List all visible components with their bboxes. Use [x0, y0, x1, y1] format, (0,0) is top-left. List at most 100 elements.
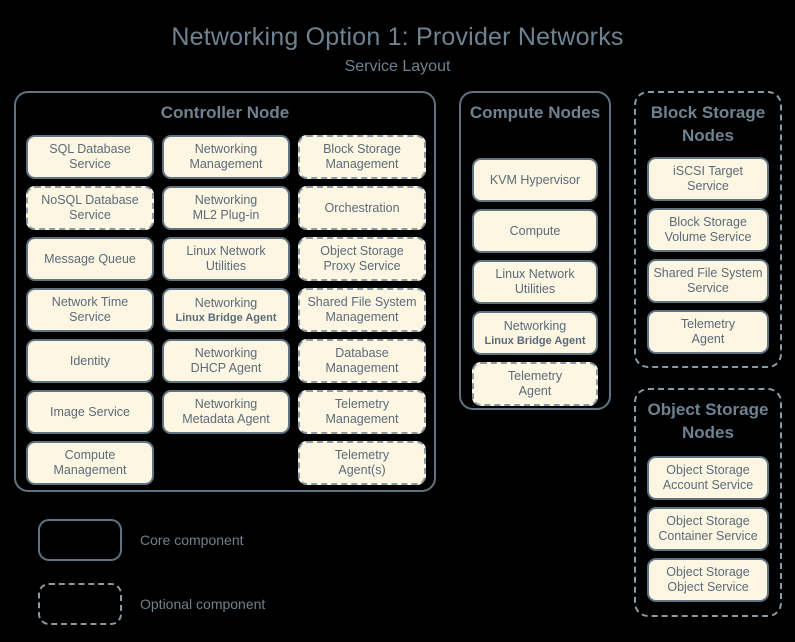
page-subtitle: Service Layout	[344, 58, 451, 75]
controller-service-1-2[interactable]: Orchestration	[298, 186, 426, 230]
service-label-line2: Service	[69, 208, 111, 222]
service-label-line1: Compute	[509, 223, 561, 238]
service-label-line2: ML2 Plug-in	[192, 208, 260, 222]
panel-controller-node-title: Controller Node	[160, 103, 290, 122]
controller-service-4-0[interactable]: Identity	[26, 339, 154, 383]
service-label-line1: Linux Network	[186, 244, 266, 258]
service-label-line1: Telemetry	[507, 369, 563, 383]
service-label-line1: Block Storage	[323, 142, 401, 156]
service-label-line1: Networking	[503, 318, 567, 333]
service-label-line2: Object Service	[667, 580, 749, 594]
service-label-line1: Compute	[64, 448, 116, 462]
service-label-line1: iSCSI Target	[673, 164, 743, 178]
diagram-header: Networking Option 1: Provider Networks S…	[0, 22, 795, 78]
service-label-line1: Telemetry	[680, 317, 736, 331]
service-label-line1: Networking	[194, 295, 258, 310]
service-label-line1: Orchestration	[324, 200, 400, 215]
legend-optional-label: Optional component	[140, 596, 266, 612]
service-label-line2: Management	[325, 310, 399, 324]
service-label-line2: Proxy Service	[323, 259, 401, 273]
service-label-line1: SQL Database	[49, 142, 131, 156]
service-label-line2: Service	[69, 157, 111, 171]
legend-core-swatch	[38, 519, 122, 561]
service-label-line2: Agent	[518, 384, 552, 398]
service-label-line2: Management	[189, 157, 263, 171]
panel-block-storage-nodes-title: Block Storage Nodes	[650, 103, 766, 145]
service-label-line2: Service	[69, 310, 111, 324]
service-label-line1: Object Storage	[320, 244, 404, 258]
service-label-line2: Management	[325, 157, 399, 171]
service-label-line1: Object Storage	[666, 565, 750, 579]
service-label-line1: Database	[335, 346, 389, 360]
page-title: Networking Option 1: Provider Networks	[171, 23, 624, 51]
service-label-line1: Shared File System	[307, 295, 417, 309]
service-label-line1: Image Service	[50, 404, 130, 419]
legend-optional-swatch	[38, 583, 122, 625]
compute-service-0[interactable]: KVM Hypervisor	[472, 158, 598, 202]
service-label-line2: Service	[687, 179, 729, 193]
service-label-line1: NoSQL Database	[41, 193, 139, 207]
service-label-line1: Networking	[194, 346, 258, 360]
service-label-line2: Utilities	[514, 282, 556, 296]
service-label-line2: Volume Service	[664, 230, 752, 244]
service-label-line1: Identity	[69, 353, 111, 368]
panel-object-storage-nodes-title: Object Storage Nodes	[647, 400, 769, 442]
service-label-line2: Management	[325, 361, 399, 375]
legend-core-component: Core component	[38, 519, 244, 561]
controller-service-5-0[interactable]: Image Service	[26, 390, 154, 434]
service-label-line1: Object Storage	[666, 463, 750, 477]
service-label-line2: Agent	[691, 332, 725, 346]
service-label-line2: Linux Bridge Agent	[175, 311, 277, 324]
legend-optional-component: Optional component	[38, 583, 265, 625]
service-label-line2: Agent(s)	[338, 463, 386, 477]
service-label-line1: Telemetry	[334, 397, 390, 411]
service-label-line1: Network Time	[51, 295, 129, 309]
service-label-line1: Networking	[194, 142, 258, 156]
legend-core-label: Core component	[140, 532, 244, 548]
service-label-line1: Linux Network	[495, 267, 575, 281]
service-label-line2: Account Service	[662, 478, 754, 492]
service-label-line2: Metadata Agent	[182, 412, 270, 426]
compute-service-1[interactable]: Compute	[472, 209, 598, 253]
service-label-line1: Message Queue	[44, 251, 136, 266]
service-label-line1: Networking	[194, 397, 258, 411]
service-label-line1: Block Storage	[669, 215, 747, 229]
controller-service-2-0[interactable]: Message Queue	[26, 237, 154, 281]
service-label-line2: Container Service	[658, 529, 758, 543]
service-label-line1: Object Storage	[666, 514, 750, 528]
